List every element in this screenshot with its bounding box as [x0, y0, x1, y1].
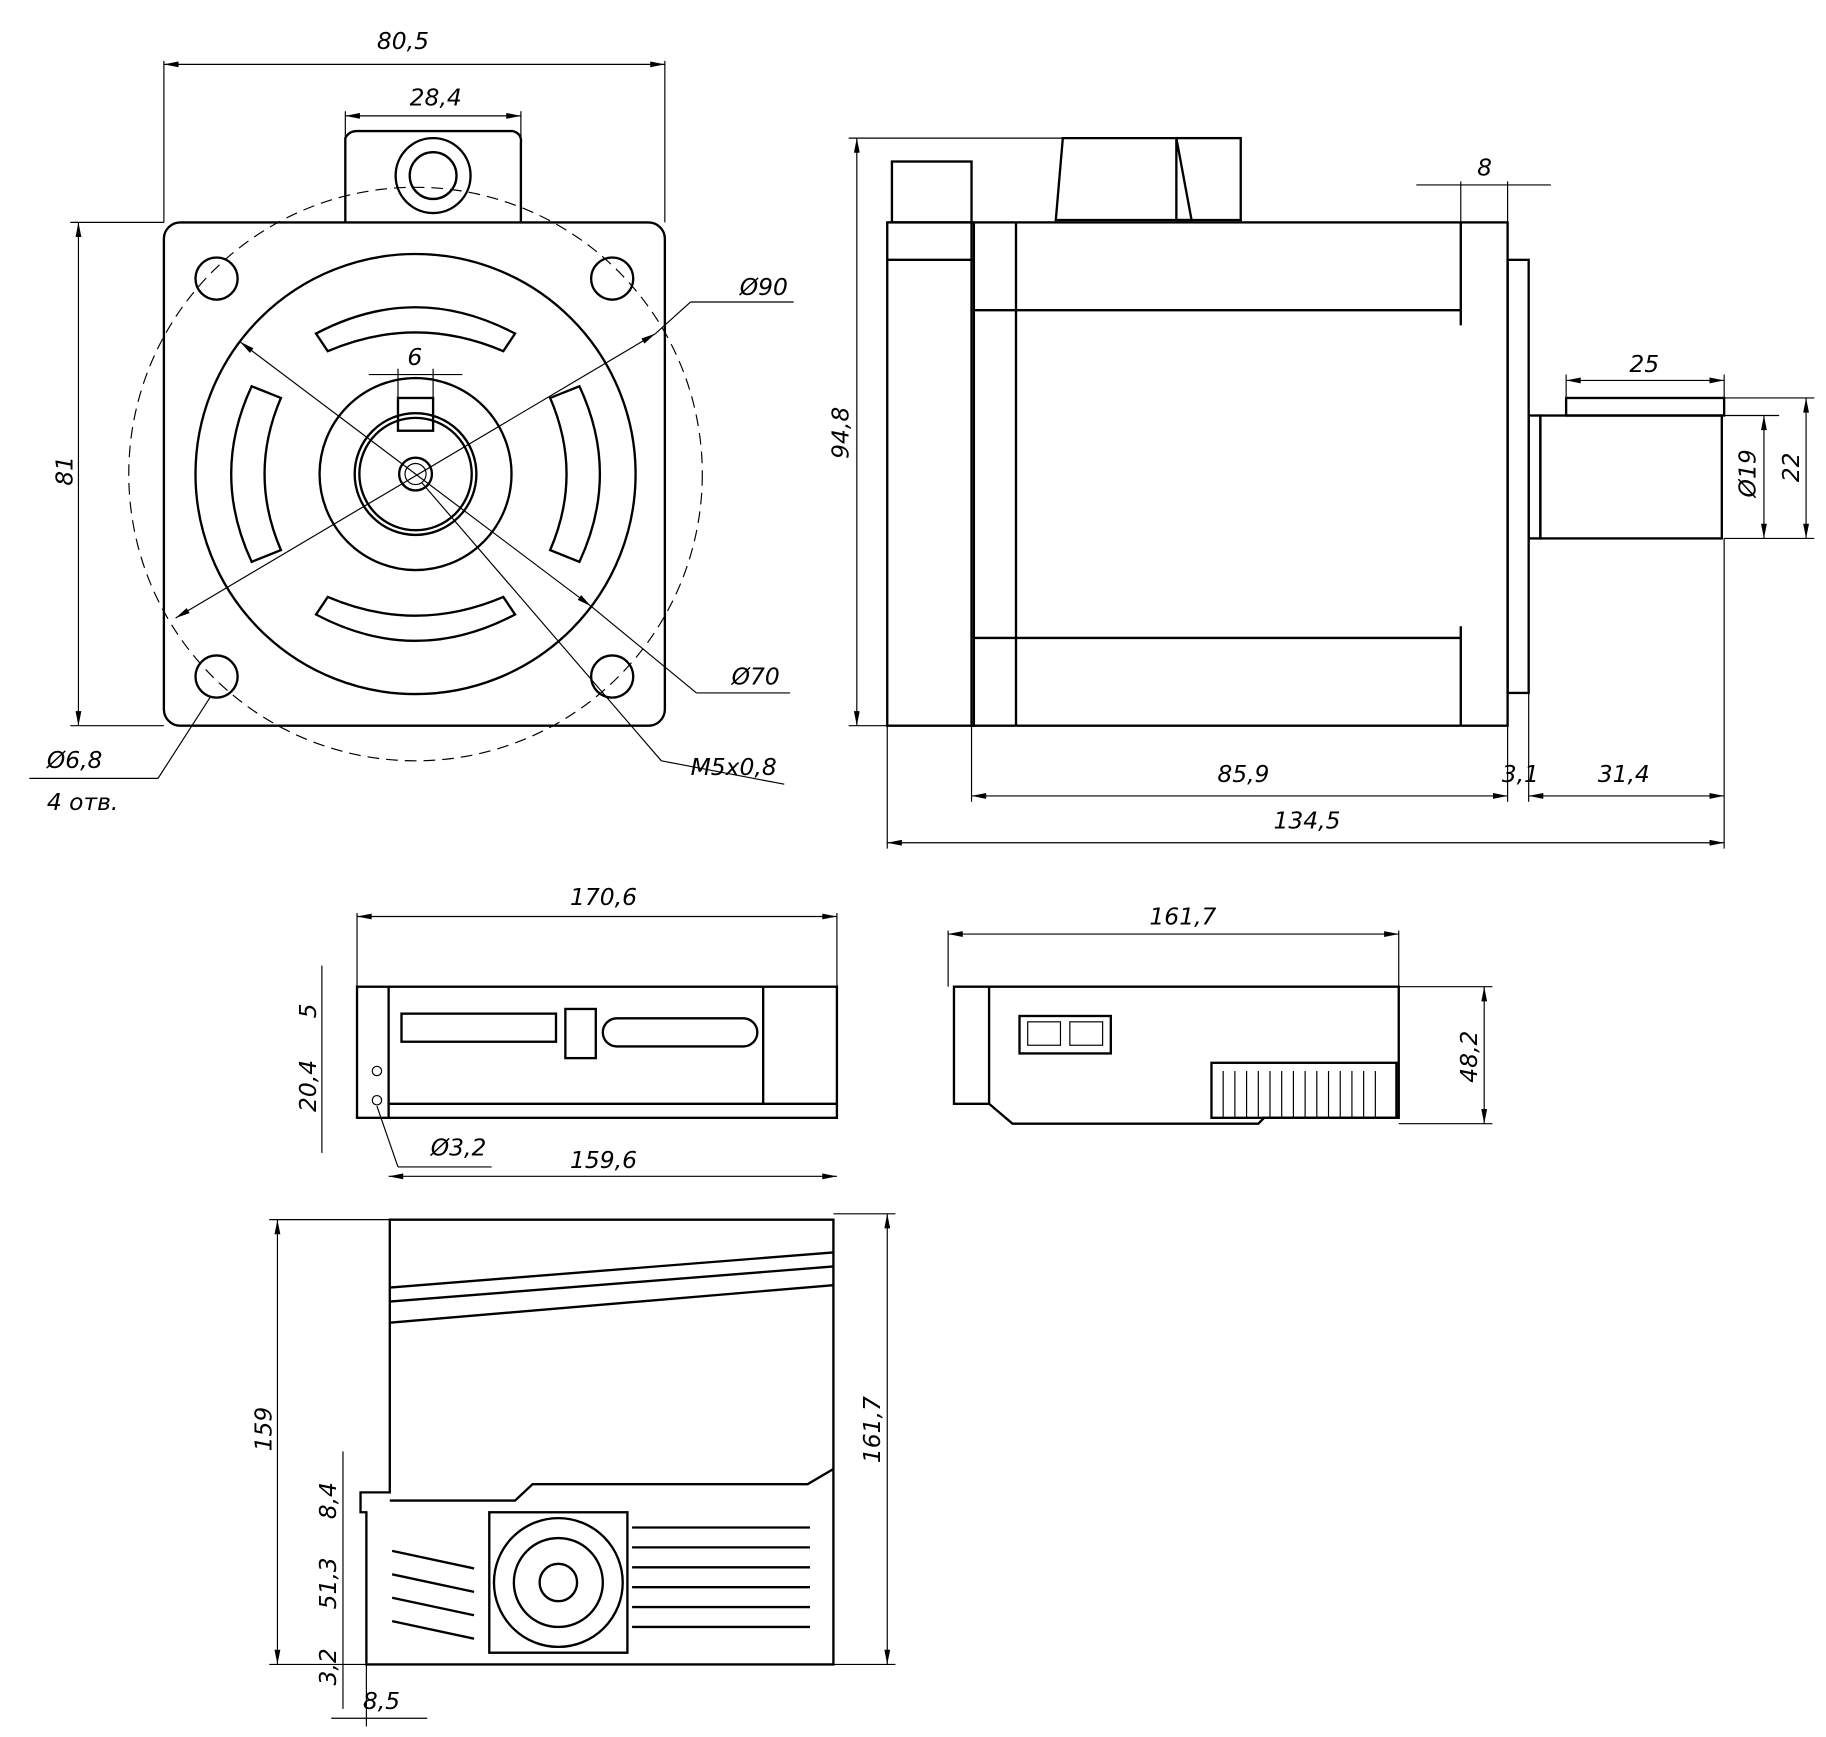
motor-front-view: 80,5 28,4 81 Ø90 Ø70 6 M5x0,8 Ø6,8 4 отв…	[29, 27, 794, 816]
dim-holes: Ø6,8	[46, 746, 103, 774]
dim-total: 134,5	[1274, 807, 1341, 835]
dim-spigot: 3,1	[1502, 760, 1539, 788]
motor-side-view: 94,8 8 25 Ø19 22 85,9 3,1 31,4 134,5	[827, 136, 1815, 849]
dim-offset: 8,5	[363, 1687, 400, 1715]
dim-flange: 8	[1477, 154, 1492, 182]
dim-fan: 51,3	[314, 1557, 342, 1609]
dim-width: 80,5	[377, 27, 429, 55]
dim-shaft-len: 25	[1629, 350, 1659, 378]
dim-front-height: 159	[250, 1407, 278, 1452]
dim-inner: 159,6	[570, 1146, 637, 1174]
holes-count: 4 отв.	[47, 788, 118, 816]
dim-body: 85,9	[1217, 760, 1269, 788]
dim-side-width: 161,7	[1149, 903, 1216, 931]
driver-side-view: 161,7 48,2	[947, 903, 1493, 1125]
dim-step: 8,4	[314, 1482, 342, 1519]
dim-slot: 5	[294, 1003, 322, 1018]
dim-shaft-total: 31,4	[1598, 760, 1650, 788]
dim-bottom: 3,2	[314, 1648, 342, 1685]
dim-hole: Ø3,2	[430, 1133, 487, 1161]
dim-side-height: 48,2	[1455, 1031, 1483, 1083]
dim-shaft-key: 22	[1777, 452, 1805, 482]
dim-pilot: Ø70	[731, 663, 780, 691]
dim-hole-pitch: 20,4	[294, 1060, 322, 1112]
dim-height: 81	[51, 456, 79, 486]
driver-front-view: 159 161,7 8,4 51,3 3,2 8,5	[250, 1213, 896, 1727]
dim-key: 6	[407, 343, 422, 371]
dim-shaft-dia: Ø19	[1734, 449, 1762, 498]
driver-top-view: 170,6 5 20,4 Ø3,2 159,6	[294, 883, 839, 1180]
dim-front-height-total: 161,7	[858, 1396, 886, 1463]
dim-side-height: 94,8	[827, 407, 855, 459]
dim-thread: M5x0,8	[691, 753, 777, 781]
dim-driver-width: 170,6	[570, 883, 637, 911]
dim-pcd: Ø90	[739, 273, 788, 301]
dim-boss: 28,4	[410, 83, 462, 111]
